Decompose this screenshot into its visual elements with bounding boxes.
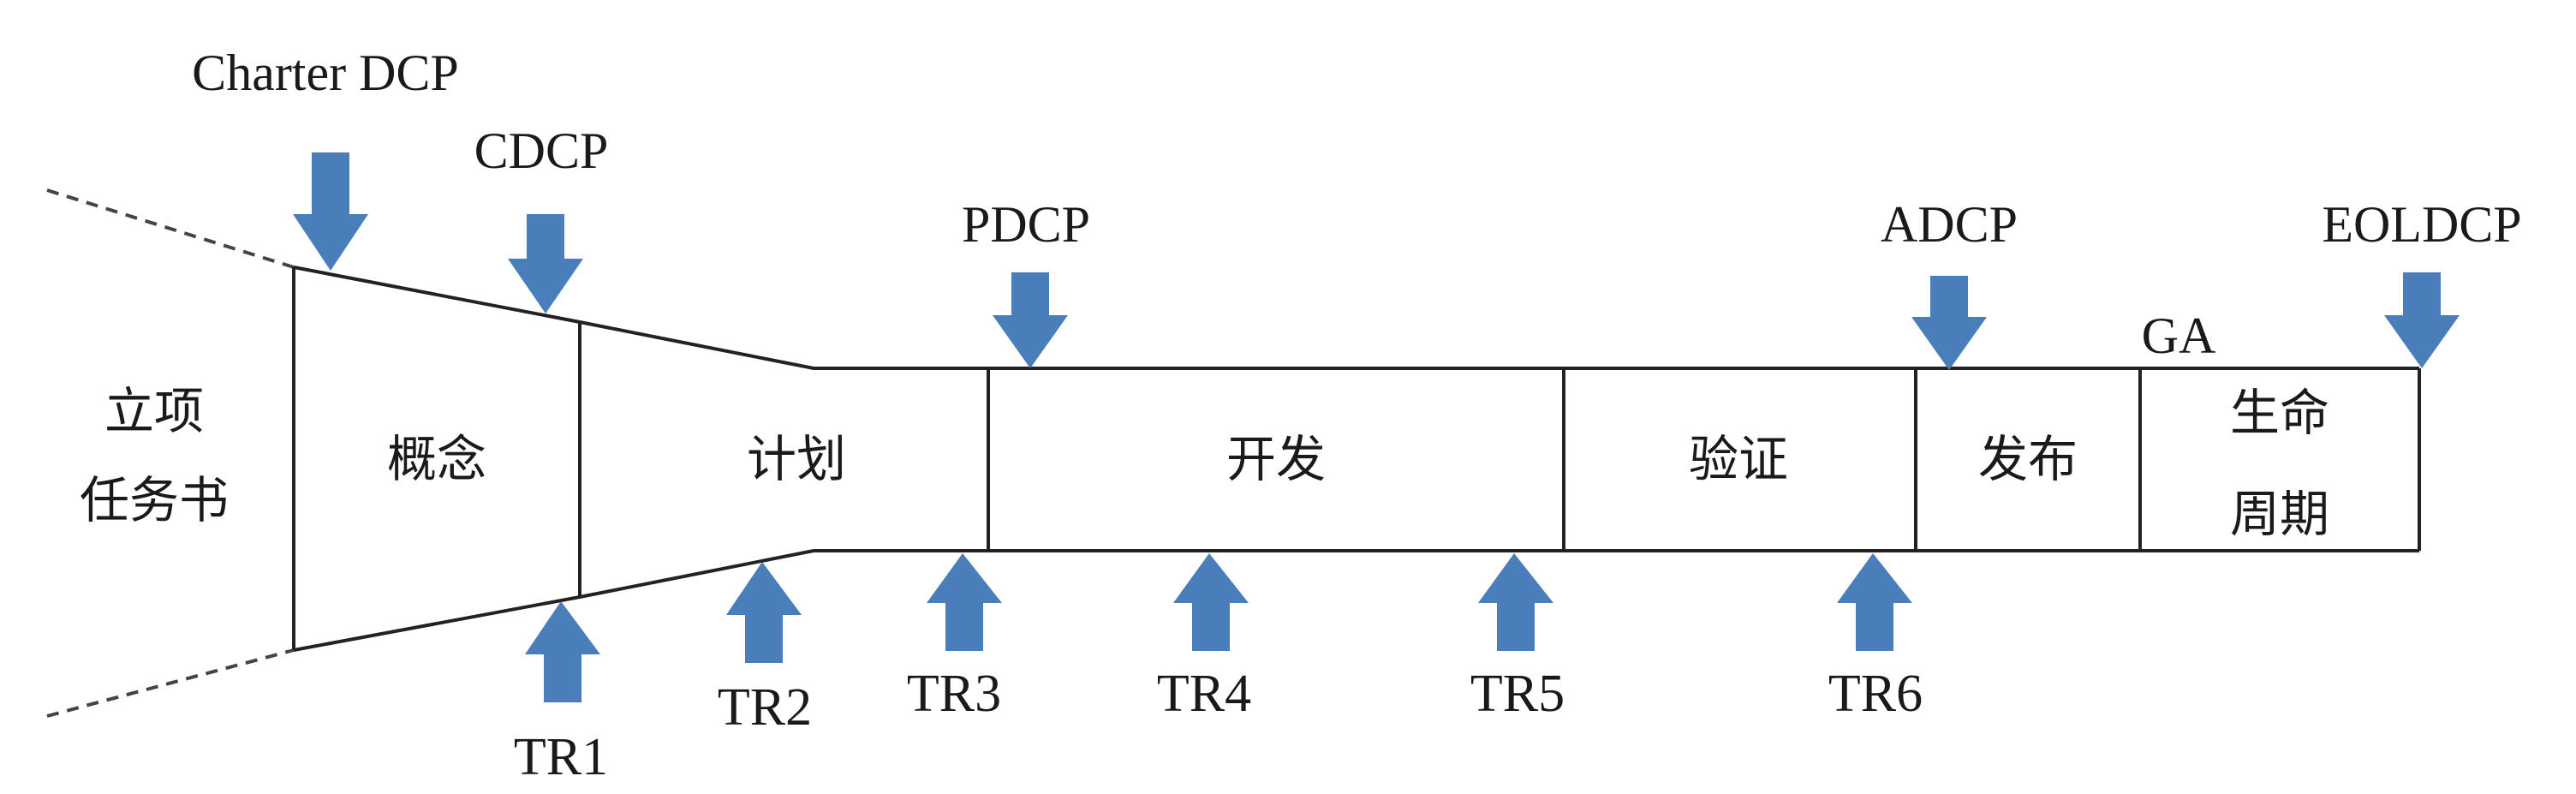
label-tr1: TR1 <box>514 728 608 786</box>
funnel-bottom-dashed-line <box>46 648 295 718</box>
down-arrows <box>293 152 2460 370</box>
label-tr5: TR5 <box>1470 665 1565 723</box>
stage-lifecycle-label-line2: 周期 <box>2230 485 2329 543</box>
stage-plan-label: 计划 <box>747 430 846 488</box>
label-charter-dcp: Charter DCP <box>192 45 459 101</box>
arrow-up-tr1 <box>525 601 600 702</box>
stage-lifecycle-label-line1: 生命 <box>2230 384 2329 442</box>
stage-develop-label: 开发 <box>1226 430 1326 488</box>
arrow-up-tr4 <box>1173 553 1249 651</box>
funnel-top-dashed-line <box>46 188 295 269</box>
label-pdcp: PDCP <box>962 196 1090 253</box>
stage-release-label: 发布 <box>1978 430 2078 488</box>
intake-label-line1: 立项 <box>104 382 204 440</box>
arrow-down-charter-dcp <box>293 152 368 271</box>
label-tr6: TR6 <box>1828 665 1923 723</box>
label-tr3: TR3 <box>907 665 1001 723</box>
arrow-up-tr6 <box>1837 553 1912 651</box>
arrow-down-cdcp <box>508 214 583 313</box>
stage-concept-label: 概念 <box>387 430 486 488</box>
arrow-up-tr5 <box>1478 553 1553 651</box>
arrow-down-adcp <box>1911 276 1987 370</box>
label-adcp: ADCP <box>1881 196 2018 253</box>
stage-verify-label: 验证 <box>1689 430 1788 488</box>
arrow-down-eoldcp <box>2384 272 2460 368</box>
label-cdcp: CDCP <box>474 122 609 179</box>
arrow-down-pdcp <box>993 272 1068 368</box>
label-tr4: TR4 <box>1157 665 1251 723</box>
label-tr2: TR2 <box>718 678 812 737</box>
arrow-up-tr2 <box>726 562 802 663</box>
funnel-top-edge <box>293 266 2419 370</box>
up-arrows <box>525 553 1912 702</box>
intake-label-line2: 任务书 <box>80 471 229 529</box>
label-ga: GA <box>2142 307 2216 364</box>
funnel-bottom-edge <box>293 549 2419 652</box>
label-eoldcp: EOLDCP <box>2322 196 2521 253</box>
arrow-up-tr3 <box>927 553 1002 651</box>
